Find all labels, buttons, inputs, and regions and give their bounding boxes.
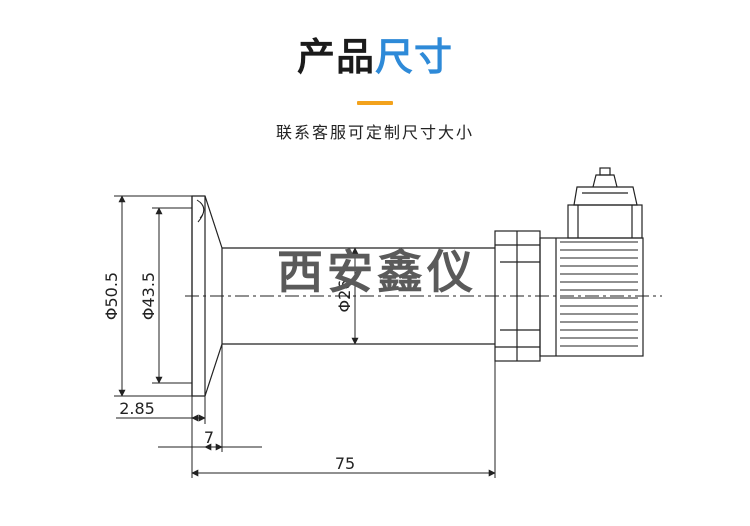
page-title: 产品尺寸 (0, 38, 750, 76)
subtitle: 联系客服可定制尺寸大小 (275, 123, 474, 142)
cooling-fins (560, 241, 638, 347)
watermark: 西安鑫仪 (277, 245, 477, 299)
dim-d26-label: Φ26 (335, 280, 354, 313)
dim-75-label: 75 (335, 454, 355, 473)
dim-7-label: 7 (204, 428, 214, 447)
cable-gland (573, 186, 638, 206)
title-part-1: 产品 (296, 35, 375, 79)
dim-d50-label: Φ50.5 (102, 272, 121, 320)
connector-head (567, 204, 643, 239)
title-underline (357, 101, 393, 105)
dim-285-label: 2.85 (119, 399, 155, 418)
flange-groove (196, 199, 205, 223)
title-part-2: 尺寸 (375, 35, 454, 79)
dim-d43-label: Φ43.5 (139, 272, 158, 320)
